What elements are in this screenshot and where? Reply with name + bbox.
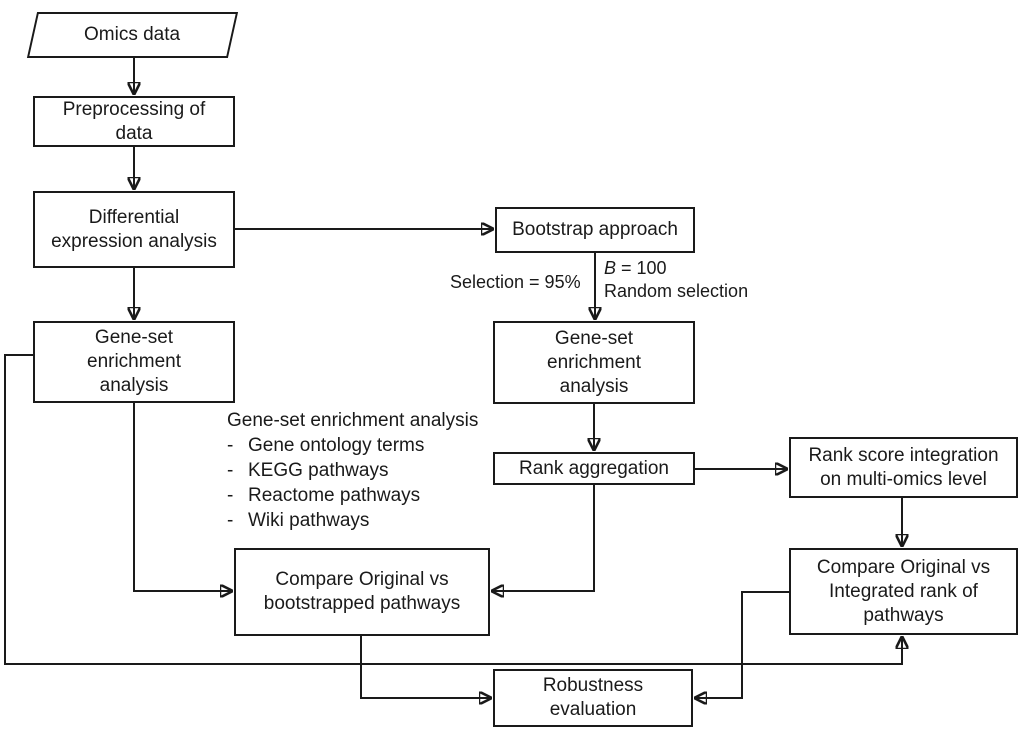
node-compare-integrated-label: Compare Original vs Integrated rank of p… — [816, 556, 991, 626]
gsea-note-item-label: Reactome pathways — [248, 485, 421, 506]
node-preprocessing: Preprocessing of data — [33, 96, 235, 147]
node-compare-bootstrapped: Compare Original vs bootstrapped pathway… — [234, 548, 490, 636]
node-gsea-bootstrap: Gene-set enrichment analysis — [493, 321, 695, 404]
node-bootstrap-approach: Bootstrap approach — [495, 207, 695, 253]
node-compare-integrated: Compare Original vs Integrated rank of p… — [789, 548, 1018, 635]
node-rank-score-integration: Rank score integration on multi-omics le… — [789, 437, 1018, 498]
node-gsea-left-label: Gene-set enrichment analysis — [87, 327, 181, 396]
node-differential-expression: Differential expression analysis — [33, 191, 235, 268]
node-rank-score-integration-label: Rank score integration on multi-omics le… — [808, 444, 999, 490]
node-robustness-evaluation-label: Robustness evaluation — [542, 675, 644, 720]
arrow-compare-integrated-to-robustness — [696, 591, 789, 698]
gsea-note-bullet: - — [227, 435, 234, 456]
arrow-rank-aggregation-to-compare-bootstrapped — [493, 485, 595, 591]
node-preprocessing-label: Preprocessing of data — [62, 98, 206, 144]
node-bootstrap-approach-label: Bootstrap approach — [512, 219, 678, 240]
gsea-note: Gene-set enrichment analysis -Gene ontol… — [227, 408, 478, 533]
gsea-note-item: -Reactome pathways — [227, 483, 478, 508]
gsea-note-bullet: - — [227, 510, 234, 531]
gsea-note-item-label: KEGG pathways — [248, 460, 389, 481]
arrow-gsea-left-to-compare-bootstrapped — [133, 403, 231, 591]
node-omics-data-label: Omics data — [84, 24, 181, 45]
arrow-gsea-left-to-compare-integrated — [4, 354, 902, 665]
gsea-note-item-label: Gene ontology terms — [248, 435, 425, 456]
annotation-b-count: B = 100 — [604, 257, 748, 280]
annotation-random-selection: Random selection — [604, 281, 749, 301]
gsea-note-bullet: - — [227, 485, 234, 506]
node-rank-aggregation-label: Rank aggregation — [519, 457, 669, 479]
gsea-note-item: -Wiki pathways — [227, 508, 478, 533]
node-differential-expression-label: Differential expression analysis — [51, 206, 217, 252]
annotation-selection-rate: Selection = 95% — [450, 272, 581, 292]
node-omics-data: Omics data — [26, 12, 239, 58]
node-compare-bootstrapped-label: Compare Original vs bootstrapped pathway… — [263, 569, 461, 614]
gsea-note-title: Gene-set enrichment analysis — [227, 410, 479, 431]
node-robustness-evaluation: Robustness evaluation — [493, 669, 693, 727]
annotation-b-value: = 100 — [616, 258, 667, 278]
annotation-bootstrap-params: B = 100 Random selection — [604, 257, 748, 303]
gsea-note-item: -KEGG pathways — [227, 458, 478, 483]
node-gsea-left: Gene-set enrichment analysis — [33, 321, 235, 403]
node-gsea-bootstrap-label: Gene-set enrichment analysis — [547, 327, 641, 397]
arrow-compare-bootstrapped-to-robustness — [360, 636, 490, 698]
gsea-note-bullet: - — [227, 460, 234, 481]
gsea-note-item: -Gene ontology terms — [227, 433, 478, 458]
node-rank-aggregation: Rank aggregation — [493, 452, 695, 485]
annotation-b-symbol: B — [604, 258, 617, 278]
gsea-note-item-label: Wiki pathways — [248, 510, 370, 531]
